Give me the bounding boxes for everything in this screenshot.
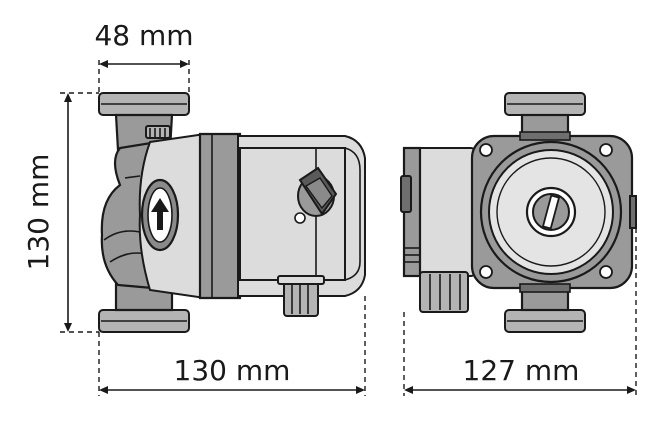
pump-front-view [400,92,637,333]
arrow-up-icon [151,198,169,230]
dim-top-width [98,60,190,93]
bolt [479,143,493,157]
motor-casing [198,132,242,300]
dim-front-width [403,228,637,396]
screw [294,212,306,224]
bolt [479,265,493,279]
dim-label-height: 130 mm [22,154,55,271]
dim-label-front-width: 127 mm [463,354,580,387]
screw-slot [541,194,561,230]
dim-label-side-length: 130 mm [174,354,291,387]
bolt [599,265,613,279]
pump-side-view [98,92,366,333]
front-cable-gland [419,271,469,313]
bolt [599,143,613,157]
terminal-box [239,147,346,281]
dim-side-length [98,296,366,396]
speed-selector-knob [297,166,338,217]
dim-height [60,92,99,333]
dim-label-top-width: 48 mm [94,19,193,52]
